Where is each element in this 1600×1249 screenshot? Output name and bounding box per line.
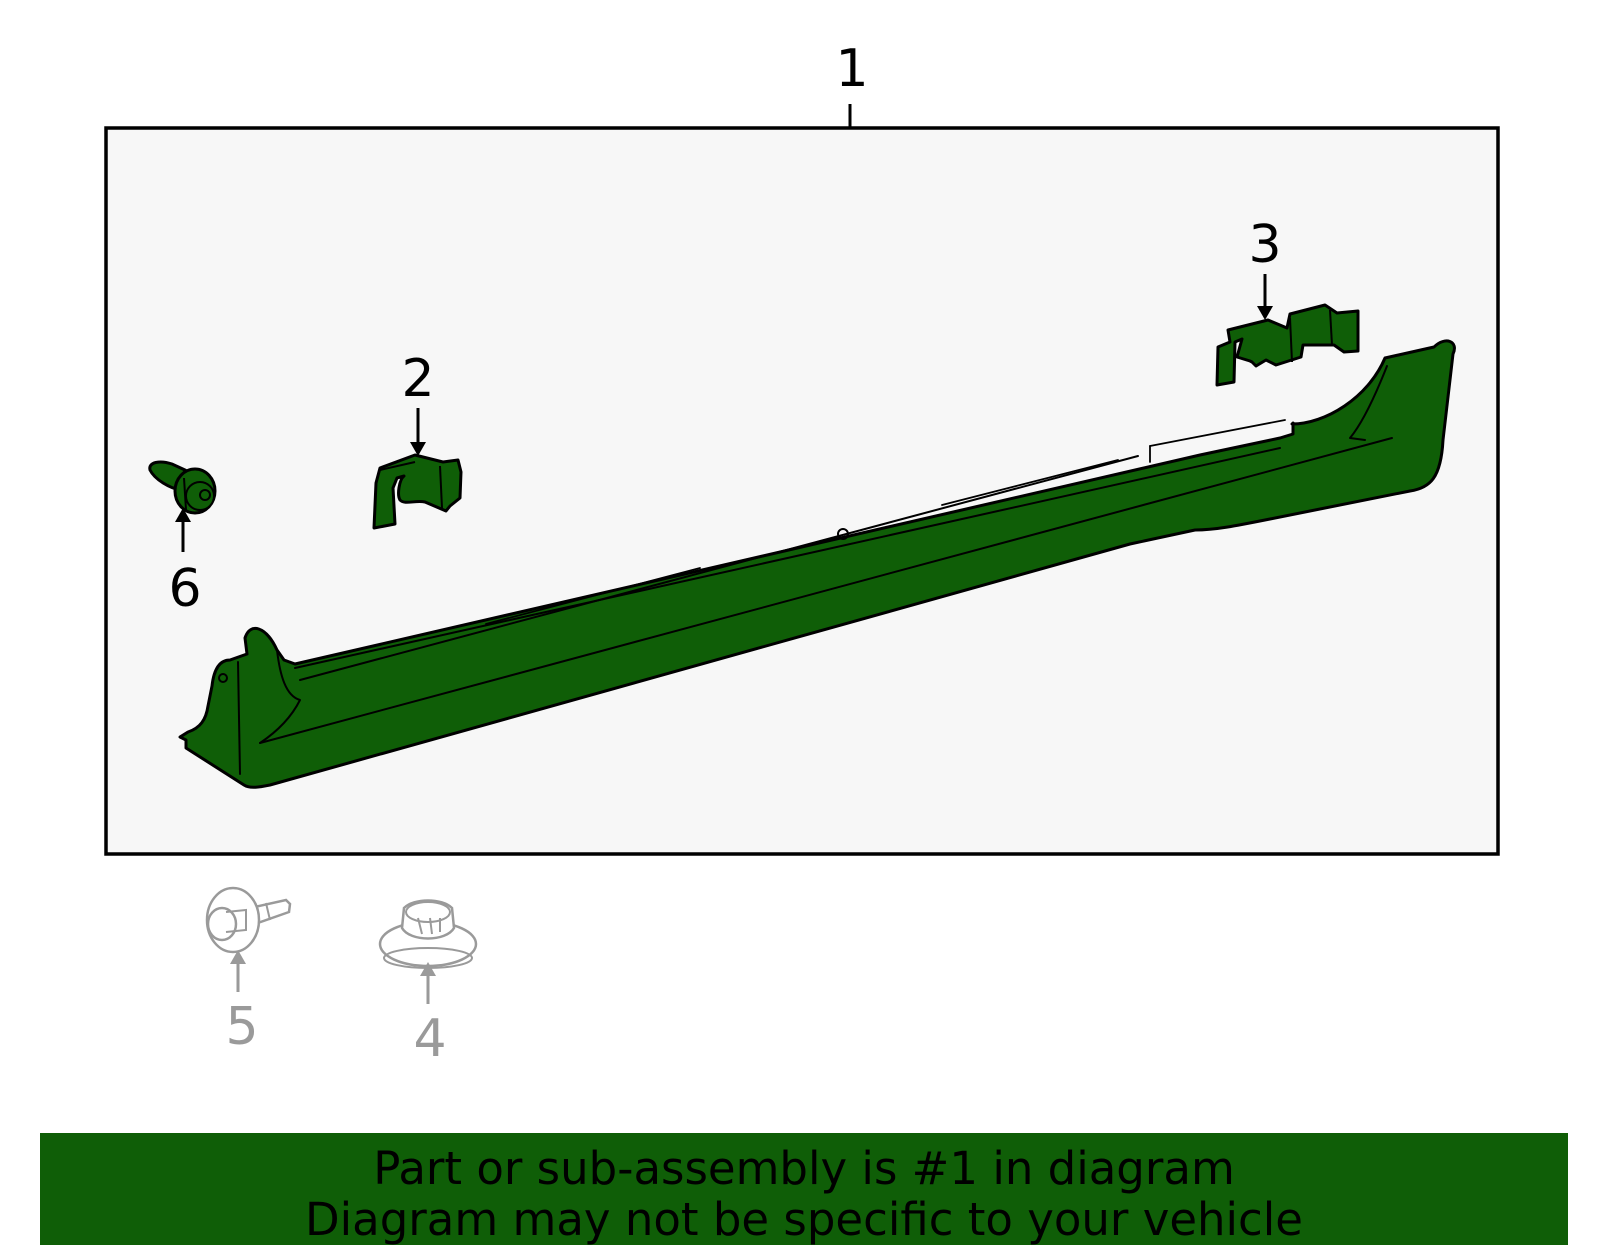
callout-4-arrow: [420, 962, 436, 1004]
callout-2-arrow: [410, 408, 426, 456]
push-clip-icon[interactable]: [205, 886, 292, 954]
banner-line-1: Part or sub-assembly is #1 in diagram: [373, 1142, 1235, 1195]
info-banner: Part or sub-assembly is #1 in diagram Di…: [40, 1133, 1568, 1245]
callout-3-arrow: [1257, 274, 1273, 320]
molding-clip-icon[interactable]: [148, 460, 217, 515]
callout-5-label: 5: [225, 997, 258, 1057]
callout-2-label: 2: [401, 349, 434, 409]
left-bracket-icon[interactable]: [372, 453, 463, 530]
callout-1-label: 1: [835, 39, 868, 99]
banner-line-2: Diagram may not be specific to your vehi…: [305, 1193, 1303, 1246]
callout-4-label: 4: [413, 1009, 446, 1069]
callout-6-arrow: [175, 508, 191, 552]
callout-3-label: 3: [1248, 215, 1281, 275]
retainer-nut-icon[interactable]: [378, 899, 478, 969]
info-banner-background: [40, 1133, 1568, 1245]
callout-5-arrow: [230, 950, 246, 992]
rocker-panel-molding-icon[interactable]: [178, 339, 1456, 789]
callout-6-label: 6: [168, 559, 201, 619]
right-bracket-icon[interactable]: [1215, 303, 1360, 387]
